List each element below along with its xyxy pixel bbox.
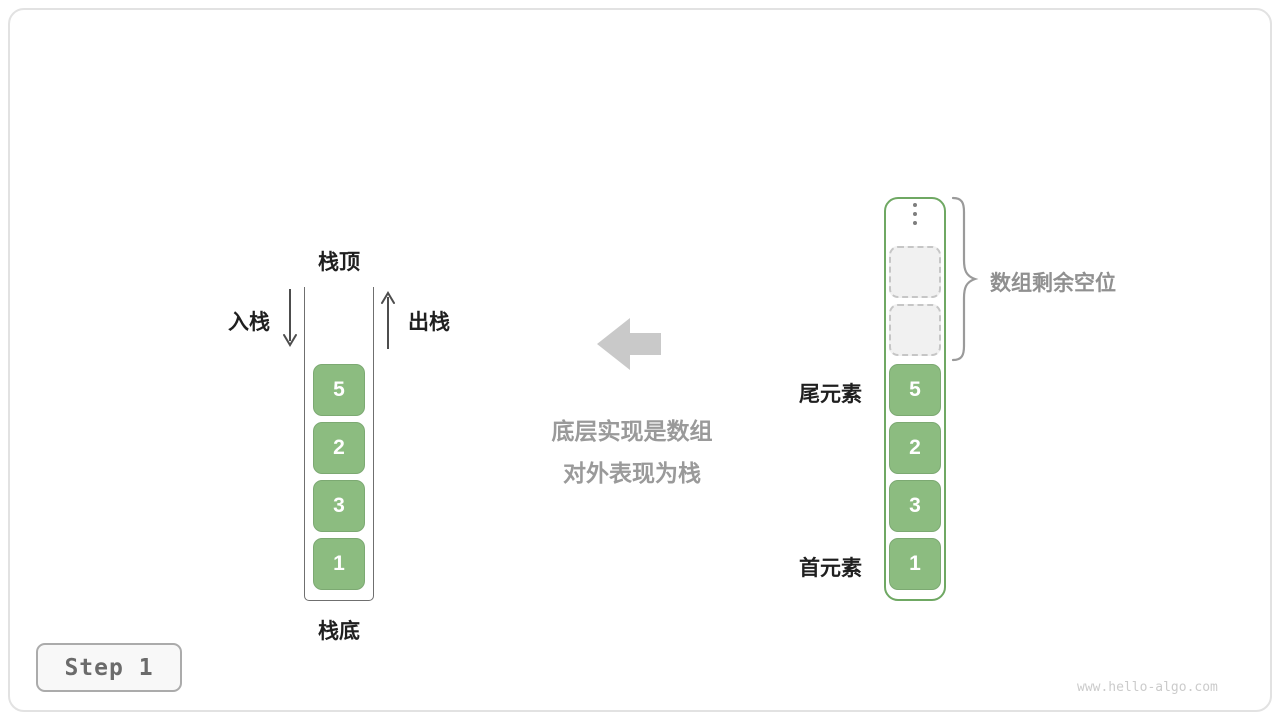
- caption-line-2: 对外表现为栈: [563, 460, 701, 486]
- stack-cell: 5: [313, 364, 365, 416]
- stack-bottom-label: 栈底: [318, 620, 360, 643]
- caption: 底层实现是数组 对外表现为栈: [480, 410, 784, 494]
- tail-element-label: 尾元素: [799, 383, 862, 406]
- push-label: 入栈: [228, 311, 270, 334]
- stack-cell: 1: [313, 538, 365, 590]
- push-arrow-icon: [283, 289, 297, 347]
- pop-label: 出栈: [408, 311, 450, 334]
- array-cell: 1: [889, 538, 941, 590]
- array-cell: 2: [889, 422, 941, 474]
- stack-cell: 2: [313, 422, 365, 474]
- step-badge: Step 1: [36, 643, 182, 692]
- caption-line-1: 底层实现是数组: [551, 418, 713, 444]
- left-block-arrow-icon: [597, 318, 661, 370]
- array-empty-slot: [889, 246, 941, 298]
- vertical-ellipsis-icon: [913, 203, 917, 225]
- pop-arrow-icon: [381, 291, 395, 349]
- watermark: www.hello-algo.com: [1077, 680, 1218, 695]
- free-slots-label: 数组剩余空位: [990, 272, 1116, 295]
- array-cell: 5: [889, 364, 941, 416]
- array-empty-slot: [889, 304, 941, 356]
- stack-cell: 3: [313, 480, 365, 532]
- stack-top-label: 栈顶: [318, 251, 360, 274]
- brace-icon: [951, 196, 979, 362]
- head-element-label: 首元素: [799, 557, 862, 580]
- figure-card: [8, 8, 1272, 712]
- array-cell: 3: [889, 480, 941, 532]
